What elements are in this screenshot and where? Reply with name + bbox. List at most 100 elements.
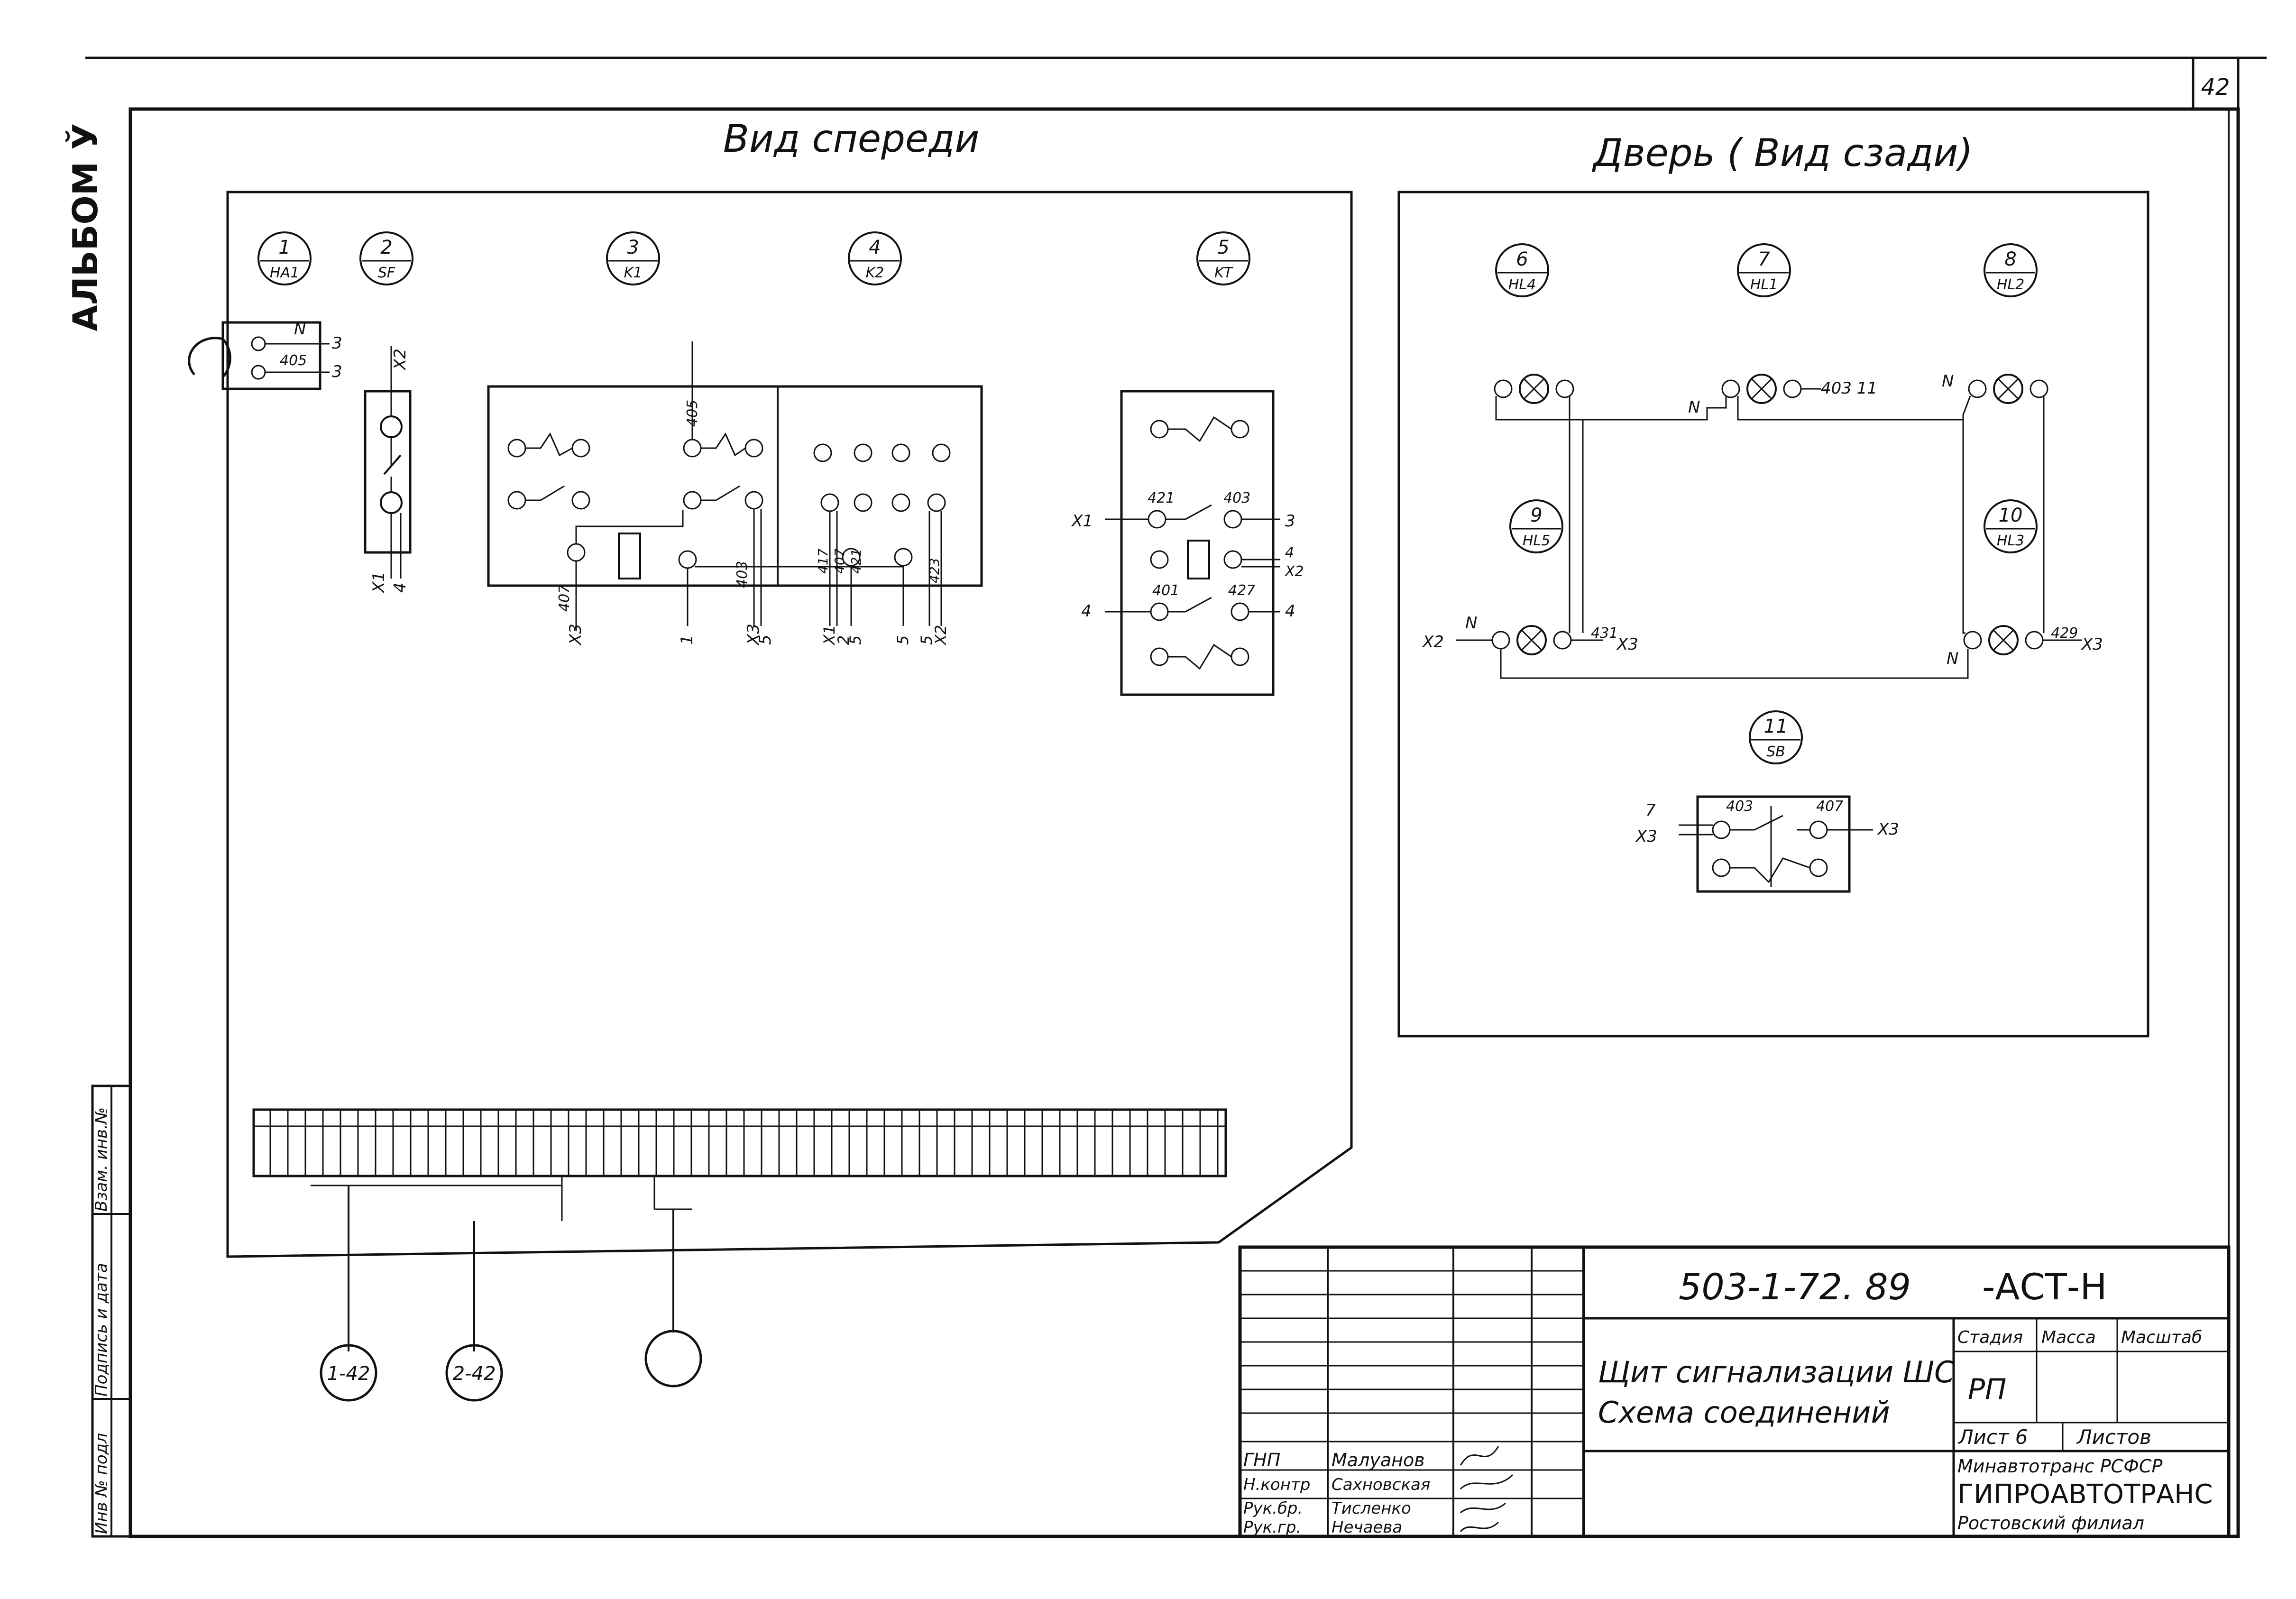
svg-text:N: N (1942, 372, 1954, 391)
stage-value: РП (1968, 1373, 2006, 1406)
svg-text:4: 4 (391, 582, 410, 593)
front-panel-outline (226, 191, 1353, 1258)
signatures (1460, 1446, 1514, 1533)
door-panel-outline (1397, 191, 2149, 1038)
svg-text:X1: X1 (1071, 512, 1093, 531)
role-1: ГНП (1243, 1450, 1280, 1470)
item-marker-10: 10 HL3 (1984, 499, 2038, 553)
svg-text:403: 403 (1223, 490, 1250, 506)
svg-text:4: 4 (869, 237, 881, 258)
svg-text:11: 11 (1764, 716, 1788, 737)
svg-text:1: 1 (678, 634, 697, 645)
svg-text:5: 5 (894, 635, 912, 645)
role-3: Рук.бр. (1243, 1499, 1303, 1518)
svg-text:SF: SF (378, 265, 395, 281)
svg-text:7: 7 (1758, 248, 1770, 270)
sheet-number: 42 (2201, 74, 2230, 101)
svg-text:1-42: 1-42 (327, 1363, 370, 1385)
svg-text:401: 401 (1152, 582, 1179, 599)
album-label: АЛЬБОМ Ў (65, 123, 105, 331)
svg-text:407: 407 (832, 548, 847, 574)
side-stamp-replaced-inv: Взам. инв.№ (92, 1107, 111, 1212)
svg-text:HL4: HL4 (1508, 276, 1536, 293)
svg-text:4: 4 (1285, 544, 1294, 561)
svg-text:1: 1 (278, 237, 290, 258)
svg-text:5: 5 (1217, 237, 1229, 258)
svg-text:X2: X2 (1422, 633, 1444, 652)
svg-text:X1: X1 (369, 571, 388, 594)
svg-text:X3: X3 (2081, 635, 2103, 654)
svg-text:2: 2 (835, 635, 853, 645)
bundle-marker-2: 2-42 (445, 1344, 503, 1402)
sheets-label: Листов (2076, 1425, 2151, 1449)
svg-text:X2: X2 (932, 625, 950, 646)
front-view-title: Вид спереди (723, 117, 979, 161)
svg-text:X3: X3 (1635, 827, 1657, 846)
svg-text:X3: X3 (744, 624, 763, 646)
bundle-marker-3 (644, 1330, 702, 1388)
svg-text:403: 403 (734, 561, 751, 588)
sheet-number-box (2192, 56, 2240, 110)
svg-text:5: 5 (846, 635, 864, 645)
role-4: Рук.гр. (1243, 1518, 1301, 1537)
org-line3: Ростовский филиал (1957, 1513, 2144, 1534)
item-marker-9: 9 HL5 (1509, 499, 1563, 553)
svg-text:5: 5 (918, 635, 936, 645)
svg-text:N: N (294, 320, 306, 339)
svg-text:X1: X1 (820, 625, 838, 646)
org-line1: Минавтотранс РСФСР (1957, 1456, 2162, 1477)
org-line2: ГИПРОАВТОТРАНС (1957, 1479, 2213, 1510)
bell-ha1: N 405 3 3 (188, 320, 342, 390)
svg-text:X2: X2 (1284, 563, 1304, 580)
doc-code: 503-1-72. 89 (1679, 1266, 1911, 1308)
svg-text:KT: KT (1214, 265, 1234, 281)
svg-text:423: 423 (927, 558, 942, 583)
name-4: Нечаева (1332, 1518, 1402, 1537)
svg-text:N: N (1947, 649, 1958, 668)
role-2: Н.контр (1243, 1475, 1310, 1494)
col-mass: Масса (2041, 1328, 2096, 1347)
svg-text:K1: K1 (624, 265, 643, 281)
svg-text:407: 407 (556, 585, 573, 612)
title-line1: Щит сигнализации ШС (1598, 1355, 1955, 1389)
svg-text:X3: X3 (566, 624, 585, 646)
svg-text:9: 9 (1530, 505, 1542, 526)
svg-text:3: 3 (332, 362, 342, 381)
item-marker-11: 11 SB (1749, 710, 1803, 764)
svg-text:4: 4 (1285, 602, 1295, 621)
item-marker-2: 2 SF (359, 231, 413, 285)
svg-text:405: 405 (684, 400, 701, 427)
item-marker-4: 4 K2 (848, 231, 902, 285)
side-stamp-inv-no: Инв № подл (92, 1433, 111, 1534)
relay-k1-k2: 405 407 403 X3 1 X3 5 417 407 421 423 X1… (487, 341, 983, 646)
svg-text:8: 8 (2004, 248, 2016, 270)
svg-text:421: 421 (1148, 490, 1175, 506)
svg-text:405: 405 (280, 352, 307, 369)
side-stamp-sign-date: Подпись и дата (92, 1263, 111, 1397)
svg-text:N: N (1465, 614, 1477, 633)
sheet-label: Лист 6 (1957, 1425, 2028, 1449)
svg-text:7: 7 (1645, 801, 1656, 820)
svg-text:4: 4 (1081, 602, 1092, 621)
title-line2: Схема соединений (1598, 1395, 1890, 1430)
svg-text:N: N (1688, 398, 1700, 417)
svg-text:HA1: HA1 (270, 265, 299, 281)
drawing-frame (129, 107, 2240, 1538)
bundle-marker-1: 1-42 (320, 1344, 377, 1402)
button-sb: 7 X3 403 407 X3 (1635, 795, 1899, 893)
svg-text:10: 10 (1999, 505, 2023, 526)
svg-text:417: 417 (815, 548, 831, 574)
item-marker-8: 8 HL2 (1984, 243, 2038, 297)
time-relay-kt: 421 403 X1 3 4 X2 401 427 4 4 (1071, 390, 1304, 696)
svg-text:403: 403 (1726, 798, 1753, 815)
svg-text:427: 427 (1228, 582, 1255, 599)
door-view-title: Дверь ( Вид сзади) (1592, 131, 1973, 175)
item-marker-5: 5 KT (1196, 231, 1250, 285)
name-3: Тисленко (1332, 1499, 1411, 1518)
terminal-strip (252, 1108, 1227, 1351)
item-marker-7: 7 HL1 (1737, 243, 1791, 297)
svg-text:SB: SB (1766, 744, 1785, 760)
breaker-sf: X2 X1 4 (364, 346, 412, 594)
item-marker-6: 6 HL4 (1495, 243, 1549, 297)
